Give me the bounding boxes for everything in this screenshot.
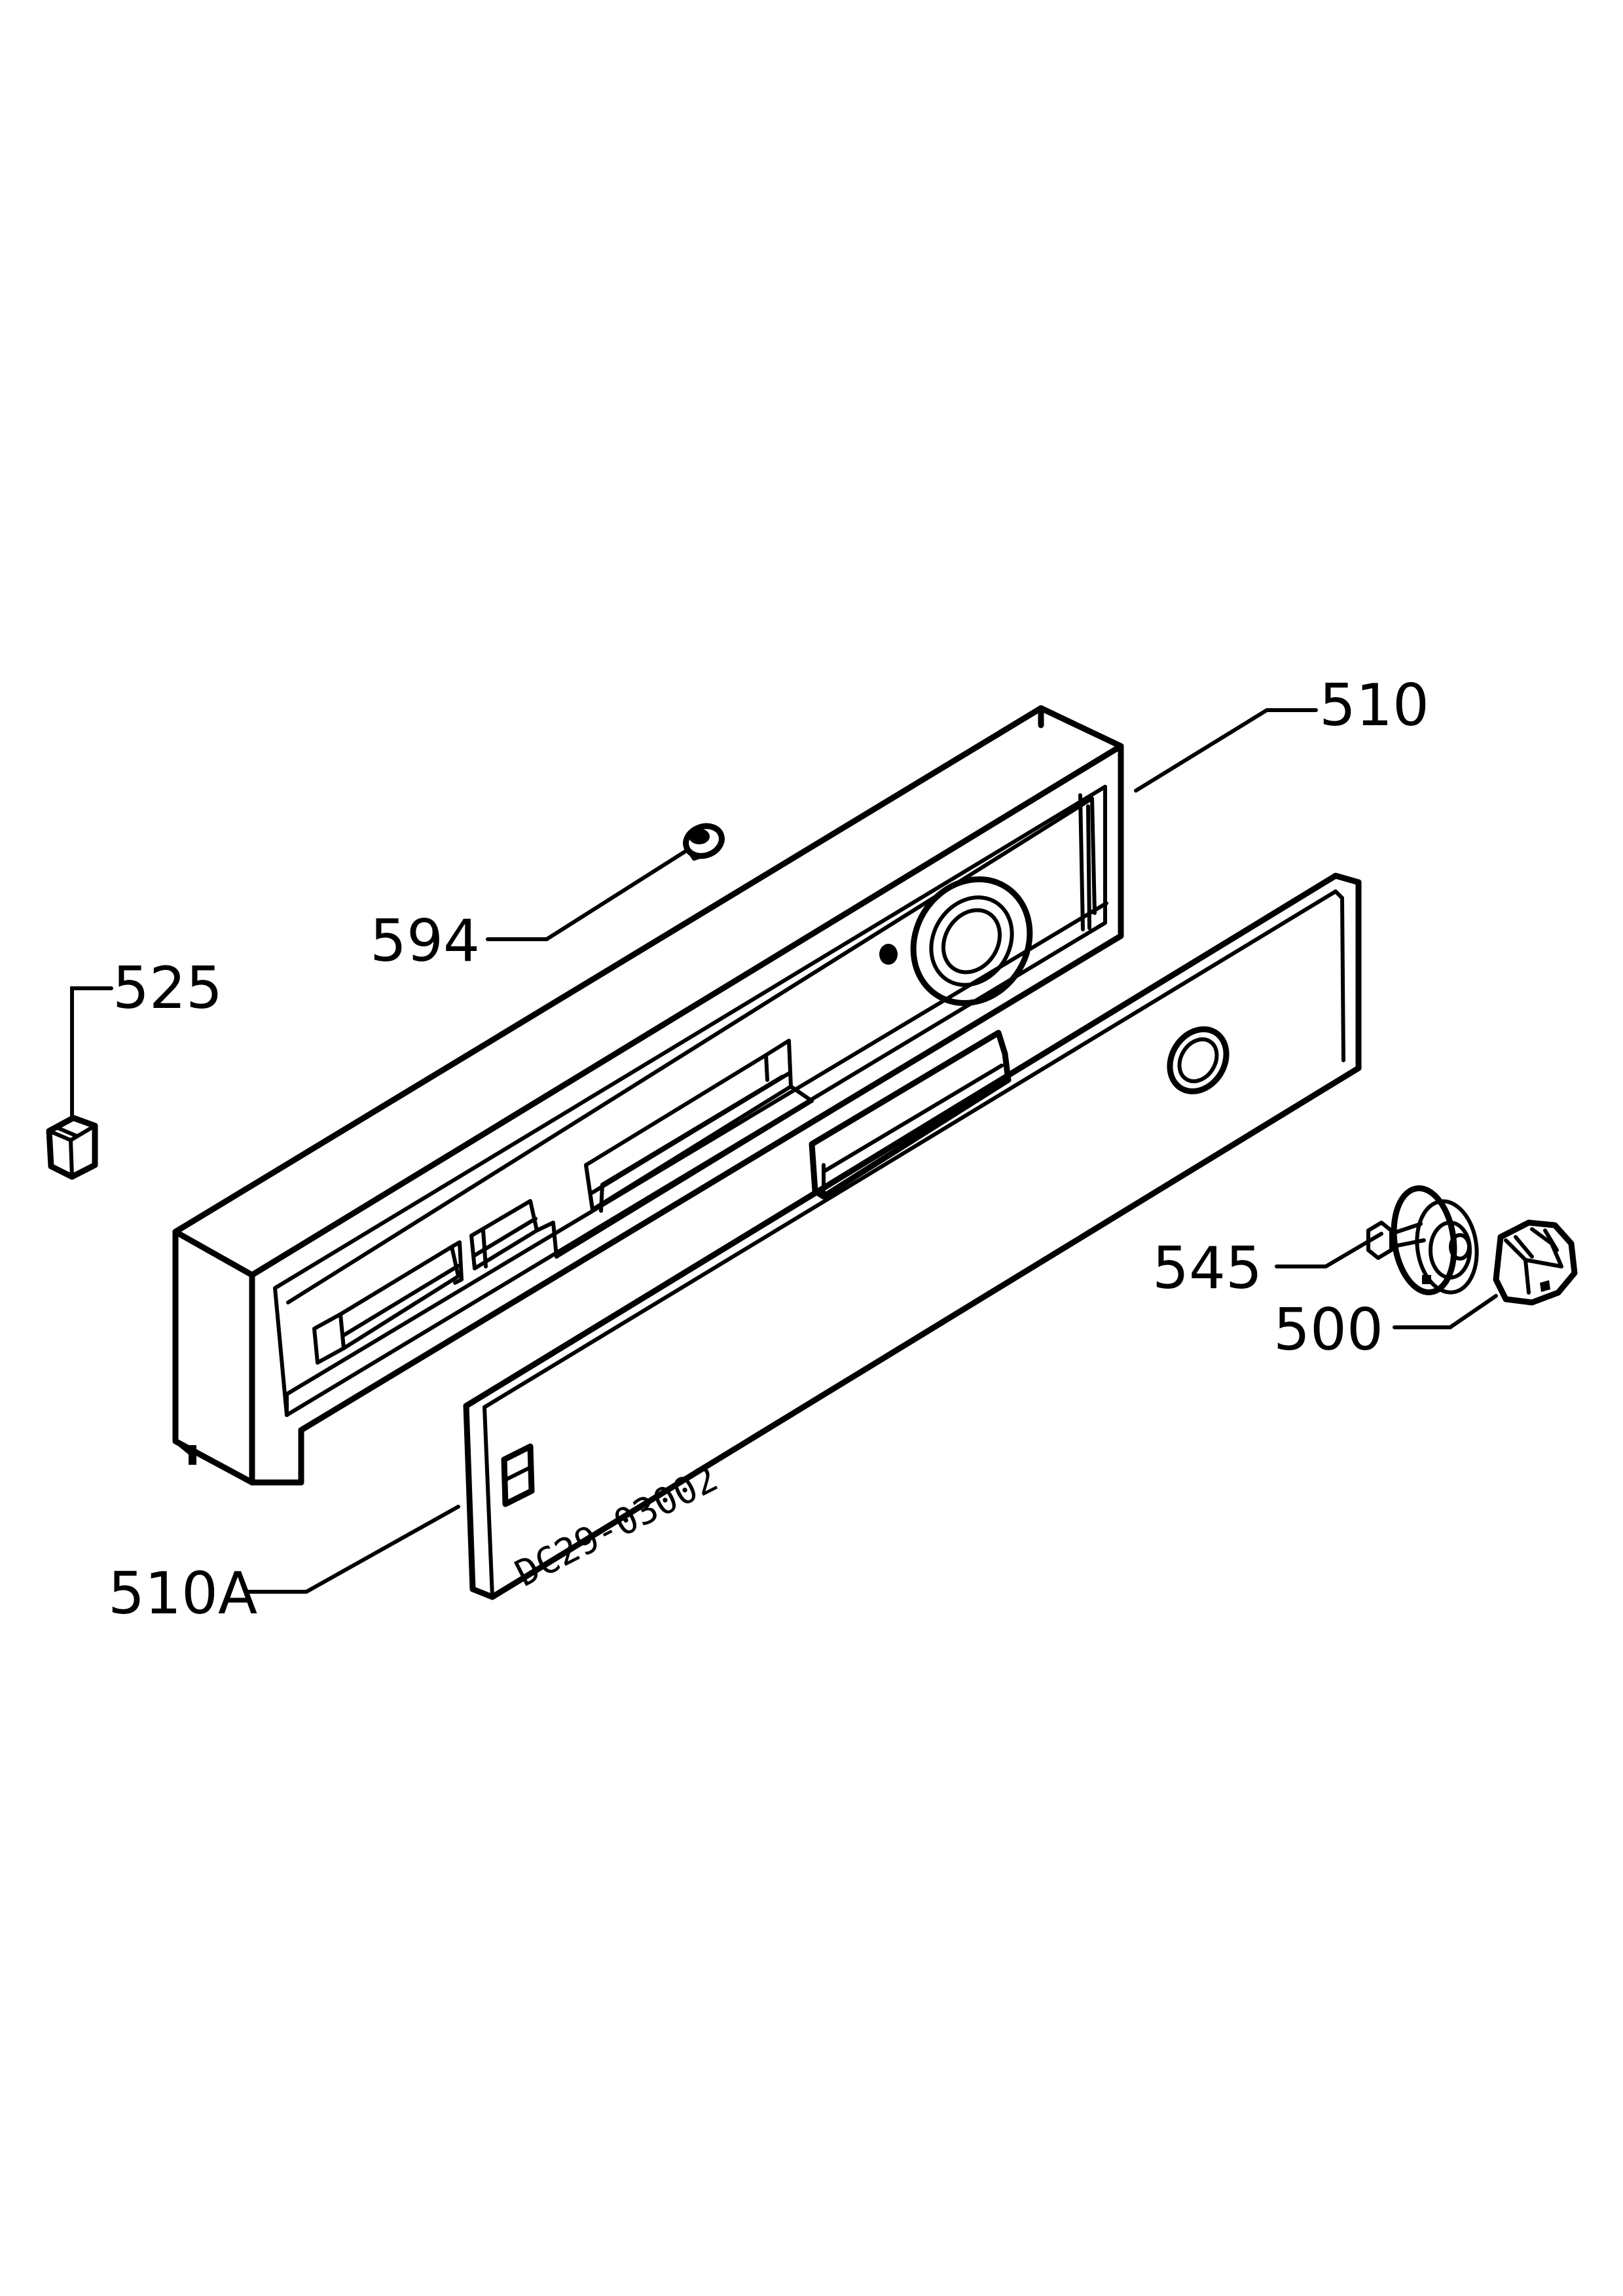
control-knob-500 <box>1493 1219 1578 1306</box>
clip-525 <box>46 1115 98 1180</box>
callout-545: 545 <box>1152 1234 1262 1302</box>
knob-spindle-545 <box>1366 1185 1479 1295</box>
leader-510A <box>244 1505 460 1594</box>
callout-525: 525 <box>113 954 223 1022</box>
callout-510A: 510A <box>108 1560 257 1627</box>
front-fascia-panel-510A <box>463 872 1362 1600</box>
leader-510 <box>1134 708 1318 793</box>
leader-594 <box>486 849 688 941</box>
panel-part-code: DC29-03002 <box>509 1457 725 1595</box>
leader-525 <box>70 986 113 1121</box>
callout-500: 500 <box>1273 1296 1383 1363</box>
leader-545 <box>1275 1232 1383 1268</box>
callout-510: 510 <box>1319 672 1429 739</box>
control-panel-housing-510 <box>172 705 1124 1486</box>
screw-594 <box>683 823 725 861</box>
leader-500 <box>1393 1294 1498 1329</box>
callout-594: 594 <box>370 907 480 975</box>
